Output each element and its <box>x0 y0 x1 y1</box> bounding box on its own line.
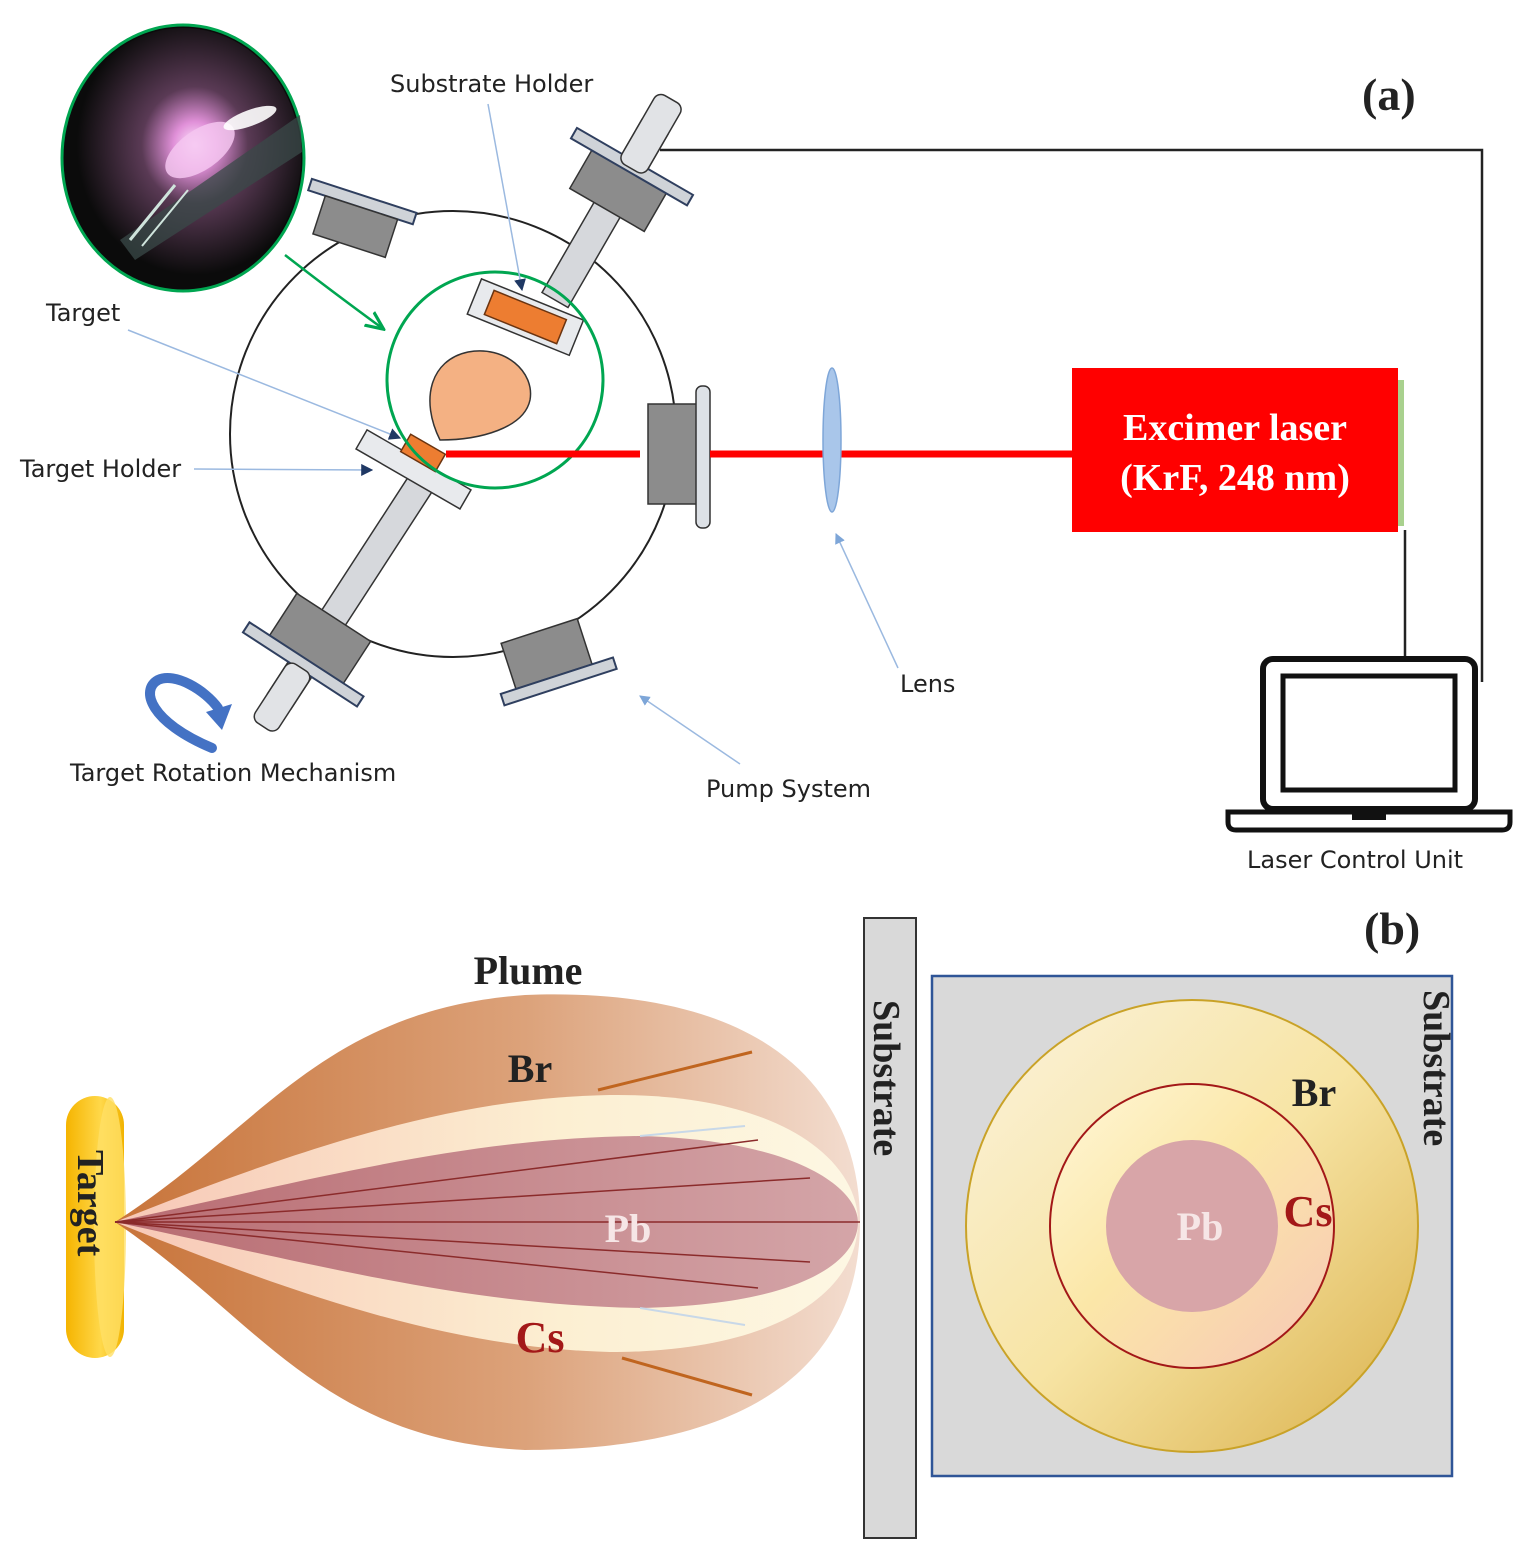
plasma-plume <box>429 350 532 441</box>
deposit-label-cs: Cs <box>1284 1187 1333 1236</box>
label-target-holder: Target Holder <box>19 455 181 483</box>
deposit-label-pb: Pb <box>1177 1204 1224 1249</box>
panel-b-label: (b) <box>1364 903 1420 954</box>
label-target-rotation: Target Rotation Mechanism <box>69 759 396 787</box>
laser-spec: (KrF, 248 nm) <box>1120 457 1350 499</box>
leader-lens <box>835 533 899 669</box>
label-laser-control: Laser Control Unit <box>1247 846 1463 874</box>
plume-rays <box>114 1139 860 1289</box>
leader-target <box>127 329 402 440</box>
target-manipulator <box>241 466 440 732</box>
plasma-photo <box>60 23 306 293</box>
label-lens: Lens <box>900 670 955 698</box>
substrate-manipulator <box>540 93 695 309</box>
label-substrate-holder: Substrate Holder <box>390 70 593 98</box>
panel-a-label: (a) <box>1362 69 1416 120</box>
excimer-laser <box>1072 368 1398 532</box>
deposit-substrate-label: Substrate <box>1415 990 1457 1146</box>
label-pump-system: Pump System <box>706 775 871 803</box>
laser-output-window <box>1398 380 1404 526</box>
panel-a: (a) <box>19 23 1513 874</box>
plume-label-br: Br <box>508 1046 552 1091</box>
plume-label-pb: Pb <box>605 1206 652 1251</box>
substrate-plate <box>863 917 917 1539</box>
substrate-plate-label: Substrate <box>865 1000 907 1156</box>
leader-substrate-holder <box>487 103 526 292</box>
port-laser-window <box>647 385 711 529</box>
substrate-holder <box>466 277 585 357</box>
label-target: Target <box>45 299 120 327</box>
plume-title: Plume <box>474 948 583 993</box>
target-disk-label: Target <box>69 1150 111 1257</box>
ray-cs-bottom <box>621 1356 753 1397</box>
laser-name: Excimer laser <box>1123 407 1347 449</box>
ray-light-top <box>639 1125 746 1137</box>
rotation-arrow-icon <box>145 673 232 753</box>
plasma-highlight-ring <box>385 270 605 490</box>
ray-light-bottom <box>639 1307 746 1326</box>
panel-b: (b) Target Plume Br Pb Cs Substrate <box>66 903 1457 1539</box>
ray-br-top <box>597 1050 753 1092</box>
target-disk <box>66 1096 126 1358</box>
port-top-left <box>306 177 418 259</box>
focusing-lens <box>822 367 842 513</box>
control-cable-top <box>660 148 1484 682</box>
photo-callout-arrow <box>284 254 382 328</box>
leader-target-holder <box>193 463 374 476</box>
deposit-core-pb <box>1106 1140 1278 1312</box>
plume-label-cs: Cs <box>516 1313 565 1362</box>
deposit-label-br: Br <box>1292 1070 1336 1115</box>
laptop-icon <box>1225 656 1513 833</box>
leader-pump <box>639 695 741 765</box>
port-pump <box>499 617 618 707</box>
